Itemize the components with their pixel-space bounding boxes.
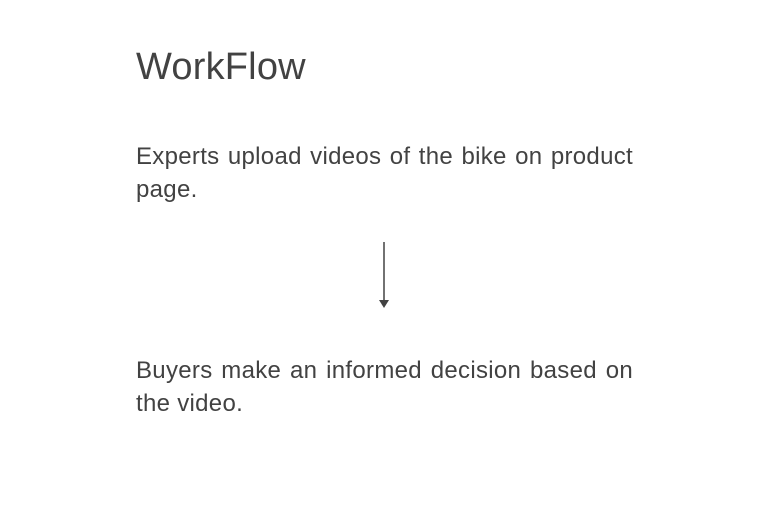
workflow-step-decision: Buyers make an informed decision based o…	[136, 357, 633, 417]
workflow-step-upload: Experts upload videos of the bike on pro…	[136, 143, 633, 203]
page-title: WorkFlow	[136, 46, 306, 88]
down-arrow-icon	[379, 242, 389, 308]
